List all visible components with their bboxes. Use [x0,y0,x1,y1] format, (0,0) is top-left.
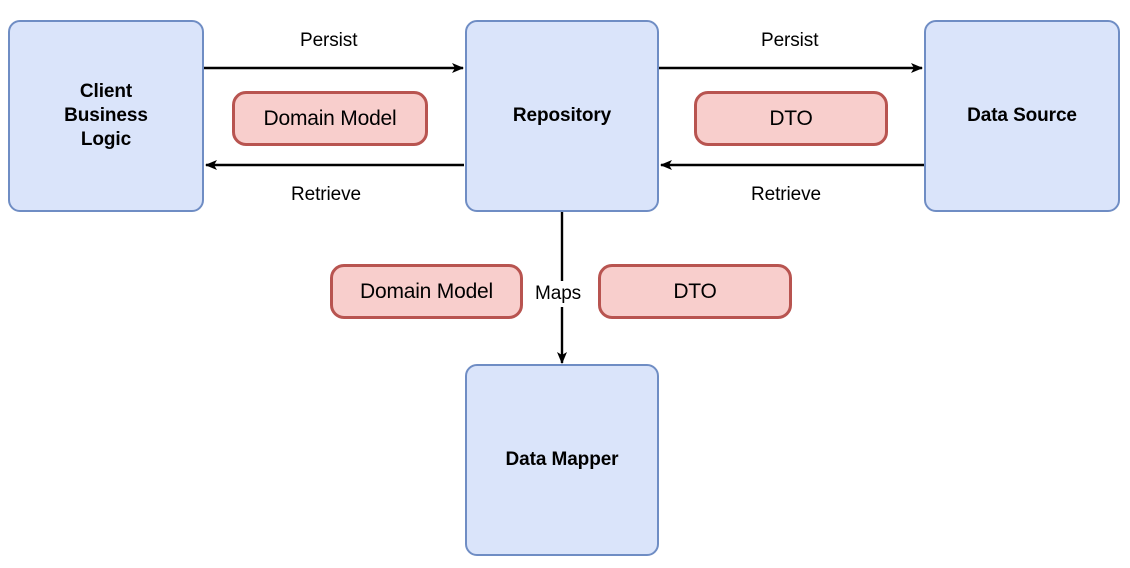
tag-dto-mapper-label: DTO [673,279,717,303]
tag-dto-mapper[interactable]: DTO [598,264,792,319]
tag-domain-model-client-repository[interactable]: Domain Model [232,91,428,146]
node-data-mapper-label: Data Mapper [505,449,619,471]
tag-domain-model-mapper-label: Domain Model [360,279,493,303]
node-repository[interactable]: Repository [465,20,659,212]
node-repository-label: Repository [512,105,612,127]
edge-label-persist-repository-data-source: Persist [761,30,819,52]
node-client-business-logic[interactable]: Client Business Logic [8,20,204,212]
edge-label-persist-client-repository: Persist [300,30,358,52]
tag-dto-repository-data-source-label: DTO [769,106,813,130]
edge-label-retrieve-repository-client: Retrieve [291,184,361,206]
tag-domain-model-client-repository-label: Domain Model [263,106,397,130]
node-client-business-logic-label: Client Business Logic [64,81,148,150]
edge-label-maps-repository-data-mapper: Maps [533,281,584,307]
edge-label-retrieve-data-source-repository: Retrieve [751,184,821,206]
node-data-source-label: Data Source [967,105,1077,127]
tag-dto-repository-data-source[interactable]: DTO [694,91,888,146]
tag-domain-model-mapper[interactable]: Domain Model [330,264,523,319]
node-data-source[interactable]: Data Source [924,20,1120,212]
node-data-mapper[interactable]: Data Mapper [465,364,659,556]
